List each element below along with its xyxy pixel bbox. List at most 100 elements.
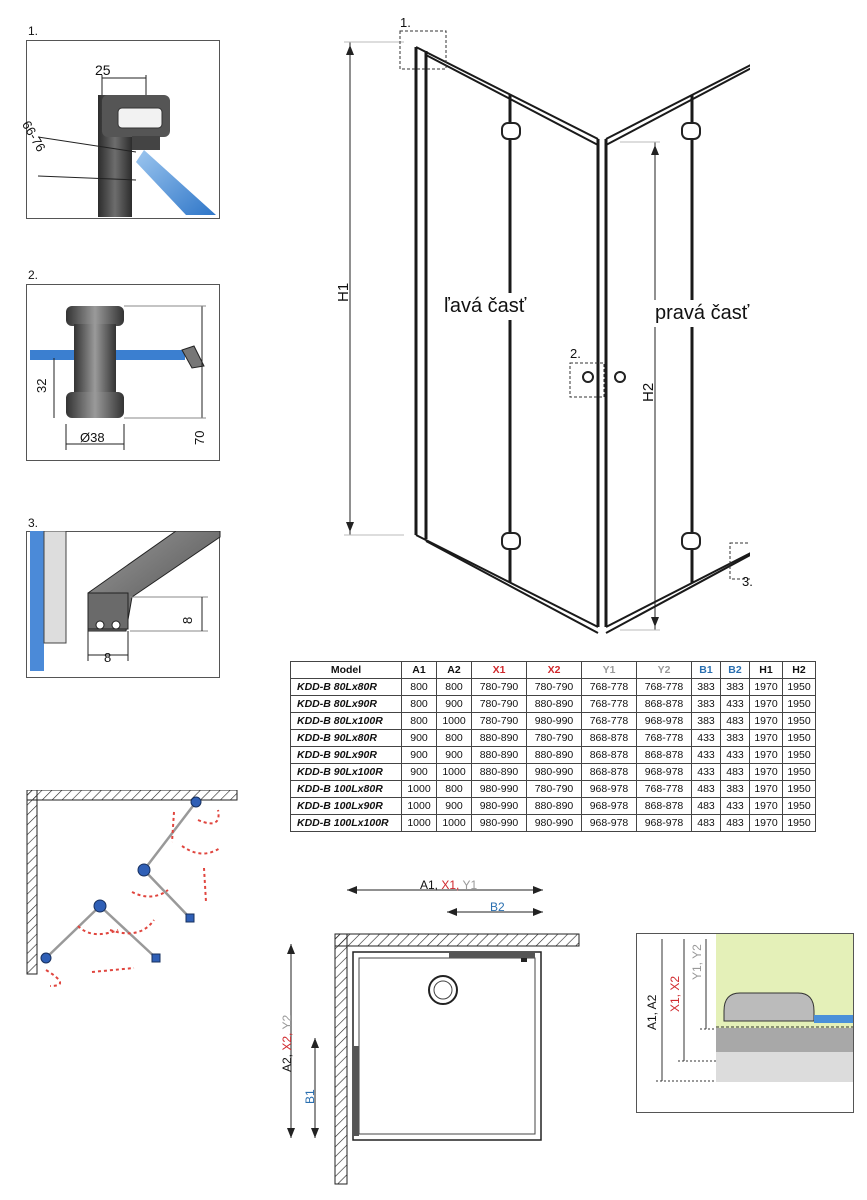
table-cell: 483 xyxy=(691,780,721,798)
table-cell: 880-890 xyxy=(471,746,527,764)
table-cell: 1970 xyxy=(749,797,783,815)
table-cell: 780-790 xyxy=(526,729,582,747)
table-cell: 383 xyxy=(720,780,750,798)
section-y-label: Y1, Y2 xyxy=(690,944,704,980)
table-cell: 1950 xyxy=(782,814,816,832)
table-cell: 483 xyxy=(720,763,750,781)
table-cell: 900 xyxy=(436,746,472,764)
detail-3-drawing xyxy=(26,531,221,678)
table-cell: 900 xyxy=(401,746,437,764)
table-cell: 880-890 xyxy=(526,695,582,713)
detail-3-number: 3. xyxy=(28,516,39,530)
plan-y1: Y1 xyxy=(462,878,478,892)
table-cell: 968-978 xyxy=(581,797,637,815)
plan-x1: X1, xyxy=(441,878,460,892)
table-cell: 1970 xyxy=(749,763,783,781)
table-cell: 968-978 xyxy=(581,780,637,798)
table-cell: 768-778 xyxy=(581,695,637,713)
table-cell: 1000 xyxy=(401,814,437,832)
table-cell: 868-878 xyxy=(636,695,692,713)
table-cell: 780-790 xyxy=(471,712,527,730)
table-cell: 800 xyxy=(436,678,472,696)
table-cell: 1970 xyxy=(749,746,783,764)
shower-enclosure-drawing xyxy=(344,30,750,634)
table-cell: 780-790 xyxy=(526,780,582,798)
table-cell: 868-878 xyxy=(636,746,692,764)
table-cell: 800 xyxy=(436,729,472,747)
table-cell: 800 xyxy=(401,695,437,713)
h2-label: H2 xyxy=(640,382,657,402)
table-cell: 483 xyxy=(691,797,721,815)
table-cell: 800 xyxy=(401,712,437,730)
table-cell: 800 xyxy=(436,780,472,798)
plan-side-dims: A2, X2, Y2 xyxy=(280,1015,294,1072)
table-cell: 980-990 xyxy=(526,712,582,730)
table-cell: 383 xyxy=(720,729,750,747)
right-part-label: pravá časť xyxy=(651,300,754,327)
header-b1: B1 xyxy=(691,661,721,679)
table-cell: 980-990 xyxy=(471,797,527,815)
plan-view-drawing xyxy=(287,886,580,1185)
section-view-drawing xyxy=(636,933,854,1113)
table-cell: 1970 xyxy=(749,729,783,747)
table-cell: 1950 xyxy=(782,797,816,815)
table-cell: 868-878 xyxy=(581,729,637,747)
table-cell: 768-778 xyxy=(636,678,692,696)
table-cell: 880-890 xyxy=(471,763,527,781)
table-header-row: Model A1 A2 X1 X2 Y1 Y2 B1 B2 H1 H2 xyxy=(290,661,816,679)
table-cell: 433 xyxy=(720,797,750,815)
table-cell: 383 xyxy=(691,695,721,713)
table-cell: 980-990 xyxy=(471,814,527,832)
table-cell: 1000 xyxy=(436,814,472,832)
header-model: Model xyxy=(290,661,402,679)
header-a1: A1 xyxy=(401,661,437,679)
table-cell: 880-890 xyxy=(526,797,582,815)
table-cell: 1000 xyxy=(436,763,472,781)
plan-a1: A1, xyxy=(420,878,439,892)
table-cell: 980-990 xyxy=(526,763,582,781)
table-cell: 980-990 xyxy=(526,814,582,832)
table-cell: 768-778 xyxy=(636,729,692,747)
model-cell: KDD-B 80Lx80R xyxy=(290,678,402,696)
main-callout-2: 2. xyxy=(570,346,581,361)
model-cell: KDD-B 80Lx100R xyxy=(290,712,402,730)
table-cell: 800 xyxy=(401,678,437,696)
table-cell: 433 xyxy=(691,746,721,764)
table-cell: 1970 xyxy=(749,780,783,798)
table-cell: 383 xyxy=(691,678,721,696)
header-y1: Y1 xyxy=(581,661,637,679)
header-b2: B2 xyxy=(720,661,750,679)
table-cell: 433 xyxy=(720,746,750,764)
model-cell: KDD-B 90Lx100R xyxy=(290,763,402,781)
table-cell: 880-890 xyxy=(471,729,527,747)
table-cell: 868-878 xyxy=(581,746,637,764)
left-part-label: ľavá časť xyxy=(440,293,531,320)
table-cell: 900 xyxy=(436,695,472,713)
header-x1: X1 xyxy=(471,661,527,679)
plan-top-dims: A1, X1, Y1 xyxy=(420,878,477,892)
header-h1: H1 xyxy=(749,661,783,679)
table-cell: 483 xyxy=(720,814,750,832)
detail-2-number: 2. xyxy=(28,268,39,282)
detail-1-drawing xyxy=(26,40,220,219)
table-cell: 900 xyxy=(436,797,472,815)
detail-3-dim-h: 8 xyxy=(104,650,112,665)
detail-2-dim-total: 70 xyxy=(192,430,207,445)
model-cell: KDD-B 100Lx90R xyxy=(290,797,402,815)
table-cell: 980-990 xyxy=(471,780,527,798)
plan-x2: X2, xyxy=(280,1032,294,1051)
detail-1-dim-top: 25 xyxy=(95,62,111,78)
table-cell: 1950 xyxy=(782,678,816,696)
model-cell: KDD-B 90Lx80R xyxy=(290,729,402,747)
dimensions-table: Model A1 A2 X1 X2 Y1 Y2 B1 B2 H1 H2 KDD-… xyxy=(290,661,816,832)
table-cell: 1970 xyxy=(749,814,783,832)
table-cell: 1950 xyxy=(782,763,816,781)
table-cell: 383 xyxy=(691,712,721,730)
detail-3-dim-v: 8 xyxy=(180,616,195,624)
table-cell: 1950 xyxy=(782,729,816,747)
table-cell: 868-878 xyxy=(581,763,637,781)
